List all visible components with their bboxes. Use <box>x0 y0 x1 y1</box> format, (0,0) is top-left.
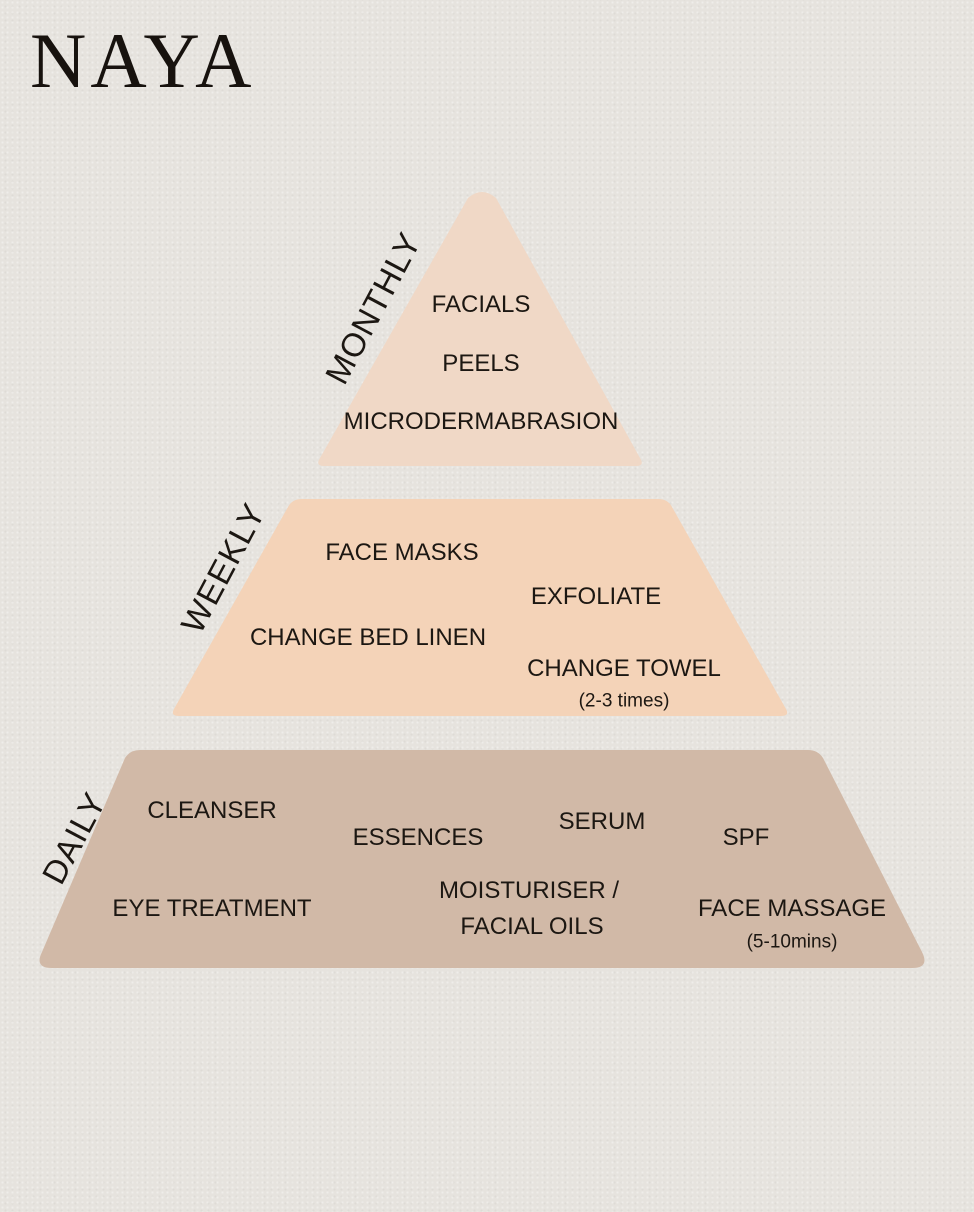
tier-item-change-towel: CHANGE TOWEL <box>527 655 721 682</box>
tier-item-essences: ESSENCES <box>352 824 484 851</box>
weekly-tier-shape <box>172 499 788 716</box>
change-towel-note: (2-3 times) <box>578 690 670 712</box>
tier-item-spf: SPF <box>722 824 770 851</box>
tier-item-eye-treatment: EYE TREATMENT <box>112 895 312 922</box>
face-massage-note: (5-10mins) <box>746 931 838 953</box>
tier-item-exfoliate: EXFOLIATE <box>530 583 662 610</box>
monthly-tier-shape <box>318 192 642 466</box>
tier-item-serum: SERUM <box>558 808 646 835</box>
tier-item-moisturiser: MOISTURISER / <box>438 877 620 904</box>
daily-tier-shape <box>39 750 925 968</box>
tier-item-cleanser: CLEANSER <box>147 797 277 824</box>
tier-item-peels: PEELS <box>442 350 520 377</box>
tier-item-face-massage: FACE MASSAGE <box>697 895 887 922</box>
tier-item-facials: FACIALS <box>431 291 531 318</box>
tier-item-facial-oils: FACIAL OILS <box>460 913 604 940</box>
tier-item-face-masks: FACE MASKS <box>325 539 479 566</box>
tier-item-microdermabrasion: MICRODERMABRASION <box>343 408 619 435</box>
tier-item-change-bed-linen: CHANGE BED LINEN <box>249 624 487 651</box>
brand-logo: NAYA <box>30 17 256 104</box>
